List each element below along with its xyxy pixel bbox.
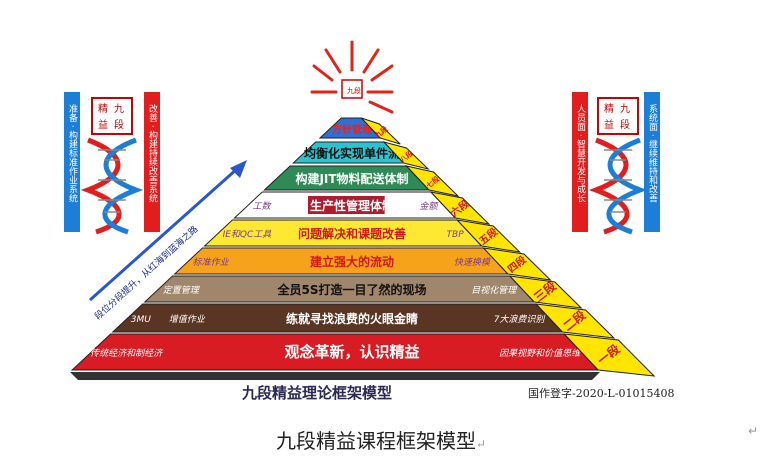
right-banner-right-text: 系统面 · 继续维持和改善: [647, 104, 658, 203]
logo-char: 益: [98, 118, 108, 131]
logo-char: 段: [114, 118, 124, 131]
dan-cell: [534, 303, 616, 339]
dan-cell: [382, 141, 430, 170]
layer-left-label: 3MU: [131, 315, 151, 325]
layer-right-label: 金额: [419, 201, 439, 212]
layer-right-label: TBP: [447, 230, 465, 240]
logo-char: 精: [604, 102, 614, 115]
registration-number: 国作登字-2020-L-01015408: [528, 386, 674, 400]
layer-center-label: 构建JIT物料配送体制: [295, 171, 408, 186]
layer-left-label: 定置管理: [163, 285, 201, 296]
dan-cell: [429, 191, 491, 225]
right-banner-left-text: 人员面 · 智慧开发与成长: [575, 104, 586, 204]
left-banner-left-text: 准备 · 构建标准作业系统: [67, 104, 78, 204]
left-banner-red-strip: [144, 92, 160, 232]
seal-char: 段: [354, 86, 361, 95]
layer-left-label: 传统经济和制经济: [90, 348, 164, 359]
right-banner-blue-strip: [644, 92, 660, 232]
layer-right-label: 快速换模: [454, 257, 492, 268]
left-banner: 准备 · 构建标准作业系统 改善 · 构建持续改善系统 九 段 精 益: [64, 92, 160, 235]
figure-caption: 九段精益课程框架模型↵: [0, 425, 762, 454]
layer-left-label: 标准作业: [193, 257, 230, 268]
dan-cell: [508, 275, 583, 309]
dan-cell: [482, 247, 552, 281]
logo-char: 段: [620, 118, 630, 131]
dna-helix-icon: [588, 137, 648, 235]
right-banner-logo: 九 段 精 益: [597, 97, 639, 135]
layer-left-label-2: 增值作业: [169, 314, 206, 325]
logo-char: 九: [620, 103, 630, 115]
layer-center-label: 方针管理: [332, 123, 372, 136]
logo-char: 精: [98, 102, 108, 115]
dan-cell: [455, 219, 522, 253]
left-banner-right-text: 改善 · 构建持续改善系统: [147, 103, 158, 204]
paragraph-mark-icon: ↵: [748, 424, 759, 438]
right-banner-red-strip: [572, 92, 588, 232]
logo-char: 益: [604, 118, 614, 131]
paragraph-mark-icon: ↵: [475, 437, 487, 451]
left-banner-blue-strip: [64, 92, 80, 232]
layer-left-label: 工数: [253, 201, 272, 212]
apex-rays: [310, 40, 394, 114]
layer-center-label: 练就寻找浪费的火眼金睛: [286, 311, 418, 326]
layer-center-label: 均衡化实现单件流: [304, 146, 400, 161]
dan-cell: [563, 333, 656, 377]
dan-cell: [405, 165, 460, 197]
layer-right-label: 因果视野和价值思维: [499, 348, 581, 359]
layer-left-label: IE和QC工具: [223, 229, 273, 240]
logo-char: 九: [114, 103, 124, 115]
layer-center-label: 生产性管理体制: [310, 198, 394, 213]
layer-center-label: 建立强大的流动: [309, 254, 394, 269]
left-banner-logo: 九 段 精 益: [91, 97, 133, 135]
layer-center-label: 全员5S打造一目了然的现场: [277, 282, 427, 297]
pyramid-title: 九段精益理论框架模型: [241, 384, 392, 402]
layer-center-label: 问题解决和课题改善: [298, 226, 406, 241]
layer-highlight-band: [308, 196, 385, 214]
apex-seal: 九 段: [341, 79, 363, 99]
caption-text: 九段精益课程框架模型: [275, 429, 476, 453]
layer-right-label: 7大浪费识别: [494, 314, 547, 325]
dna-helix-icon: [80, 137, 144, 235]
pyramid-shadow: [70, 372, 600, 380]
layer-center-label: 观念革新，认识精益: [284, 343, 419, 361]
right-banner: 人员面 · 智慧开发与成长 系统面 · 继续维持和改善 九 段 精 益: [572, 92, 660, 235]
seal-char: 九: [347, 86, 354, 95]
dan-cell: [361, 117, 401, 145]
layer-right-label: 目视化管理: [471, 285, 518, 296]
